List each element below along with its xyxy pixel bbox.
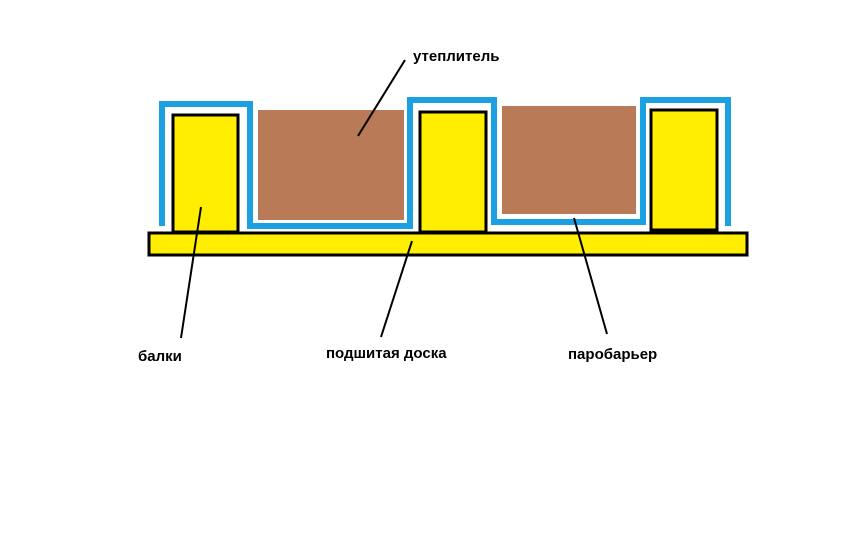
insulation-block-left — [258, 110, 404, 220]
label-insulation: утеплитель — [413, 48, 500, 65]
leader-line-vapor-barrier — [573, 217, 608, 335]
label-board: подшитая доска — [326, 345, 447, 362]
leader-line-beams — [180, 206, 202, 339]
insulation-block-right — [502, 106, 636, 214]
beam-right — [649, 108, 719, 232]
leader-line-insulation — [357, 59, 406, 137]
beam-middle — [418, 110, 488, 234]
label-beams: балки — [138, 348, 182, 365]
vapor-barrier-line — [159, 97, 731, 229]
leader-line-board — [380, 240, 413, 338]
subfloor-board — [147, 231, 749, 257]
label-vapor-barrier: паробарьер — [568, 346, 658, 363]
beam-left — [171, 113, 240, 234]
